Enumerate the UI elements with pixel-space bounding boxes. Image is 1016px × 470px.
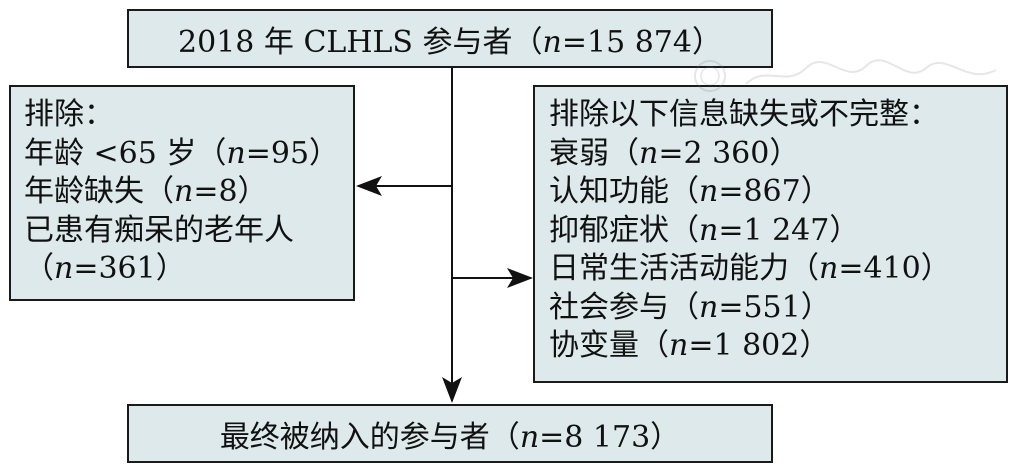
left-box-line: 排除： bbox=[24, 97, 114, 132]
right-box-line: 排除以下信息缺失或不完整： bbox=[549, 97, 939, 132]
top-box-text: 2018 年 CLHLS 参与者（n=15 874） bbox=[178, 24, 722, 60]
right-box-line: 抑郁症状（n=1 247） bbox=[549, 212, 860, 248]
right-box-line: 协变量（n=1 802） bbox=[549, 328, 830, 363]
bottom-box: 最终被纳入的参与者（n=8 173） bbox=[127, 404, 773, 463]
right-box-line: 衰弱（n=2 360） bbox=[549, 135, 800, 171]
right-box-line: 认知功能（n=867） bbox=[549, 174, 831, 209]
right-box-line: 社会参与（n=551） bbox=[549, 289, 831, 325]
left-exclusion-box: 排除： 年龄 <65 岁（n=95） 年龄缺失（n=8） 已患有痴呆的老年人 （… bbox=[9, 85, 355, 301]
left-box-line: 年龄缺失（n=8） bbox=[24, 174, 268, 209]
bottom-box-text: 最终被纳入的参与者（n=8 173） bbox=[219, 419, 681, 455]
left-box-line: （n=361） bbox=[24, 251, 186, 286]
journal-watermark-icon bbox=[694, 59, 997, 92]
left-box-line: 已患有痴呆的老年人 bbox=[24, 212, 294, 248]
left-box-line: 年龄 <65 岁（n=95） bbox=[24, 135, 340, 171]
right-box-line: 日常生活活动能力（n=410） bbox=[549, 251, 951, 286]
top-box: 2018 年 CLHLS 参与者（n=15 874） bbox=[127, 9, 773, 68]
right-exclusion-box: 排除以下信息缺失或不完整： 衰弱（n=2 360） 认知功能（n=867） 抑郁… bbox=[533, 85, 1008, 383]
